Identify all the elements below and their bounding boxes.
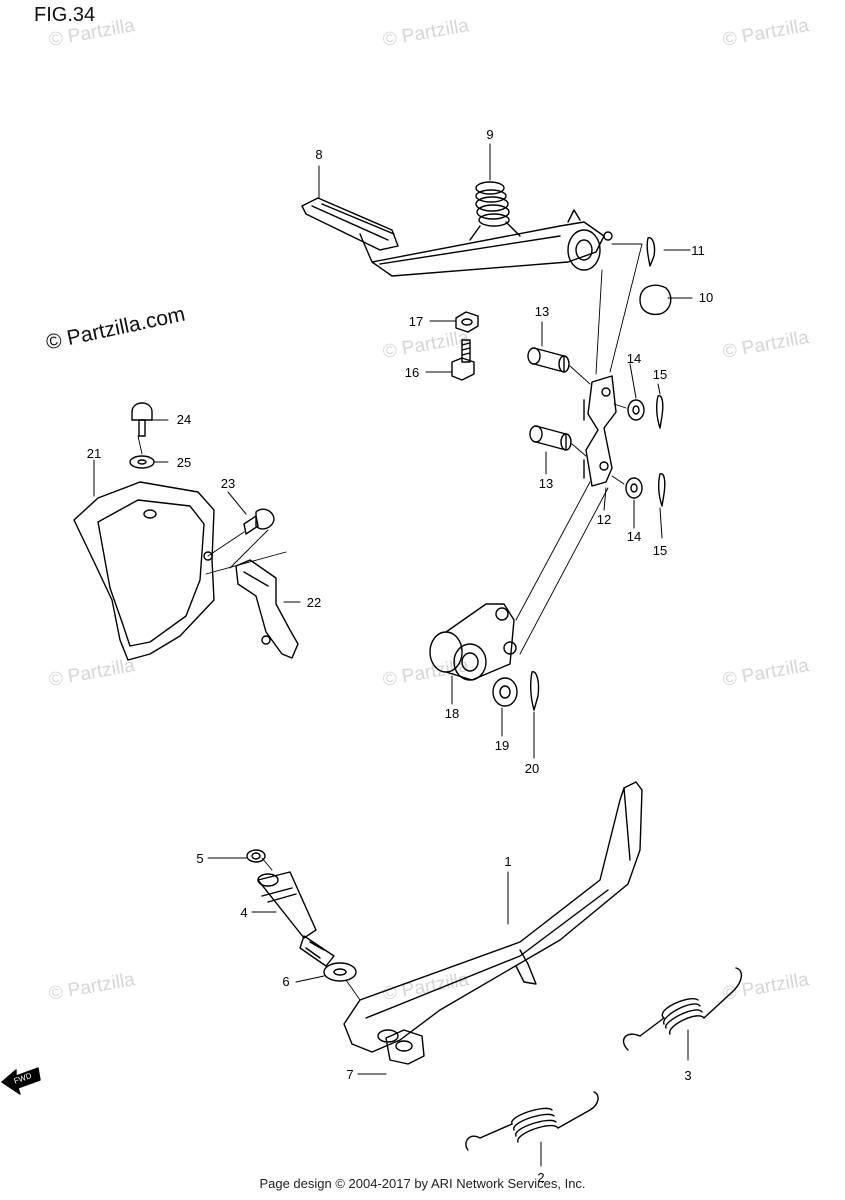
- side-stand-1[interactable]: [343, 781, 643, 1053]
- callout-21: 21: [87, 446, 101, 461]
- callout-7: 7: [346, 1067, 353, 1082]
- leader-lines: [93, 143, 693, 1167]
- assembly-lines: [137, 243, 643, 1001]
- callout-18: 18: [445, 706, 459, 721]
- pedal-spring-part[interactable]: [469, 181, 521, 241]
- figure-title: FIG.34: [34, 4, 96, 26]
- callout-11: 11: [691, 243, 705, 258]
- callout-23: 23: [221, 476, 235, 491]
- callout-14: 14: [627, 529, 641, 544]
- watermark: © Partzilla: [721, 969, 811, 1005]
- forward-arrow: [1, 1067, 41, 1095]
- callout-10: 10: [699, 290, 713, 305]
- callout-5: 5: [196, 851, 203, 866]
- nut-17[interactable]: [455, 311, 479, 333]
- washer-14-upper[interactable]: [627, 399, 645, 421]
- callout-25: 25: [177, 455, 191, 470]
- callout-15: 15: [653, 367, 667, 382]
- bolt-16[interactable]: [451, 339, 475, 381]
- watermark: © Partzilla: [47, 969, 137, 1005]
- cotter-pin-11[interactable]: [646, 237, 656, 267]
- callout-13: 13: [539, 476, 553, 491]
- screw-23[interactable]: [243, 508, 275, 535]
- bracket-22[interactable]: [235, 559, 299, 659]
- callout-17: 17: [409, 314, 423, 329]
- brake-pedal-part[interactable]: [301, 197, 613, 277]
- callout-20: 20: [525, 761, 539, 776]
- rod-12[interactable]: [583, 375, 617, 487]
- pin-13-upper[interactable]: [527, 347, 570, 373]
- callout-14: 14: [627, 351, 641, 366]
- callout-12: 12: [597, 512, 611, 527]
- pivot-bolt-4[interactable]: [257, 871, 335, 967]
- callout-22: 22: [307, 595, 321, 610]
- stand-spring-2[interactable]: [465, 1091, 599, 1151]
- cotter-pin-15-lower[interactable]: [657, 473, 666, 507]
- watermark: © Partzilla: [721, 655, 811, 691]
- watermark: © Partzilla: [381, 15, 471, 51]
- circlip-5[interactable]: [246, 849, 266, 863]
- callout-16: 16: [405, 365, 419, 380]
- callout-13: 13: [535, 304, 549, 319]
- callout-1: 1: [504, 854, 511, 869]
- callout-3: 3: [684, 1068, 691, 1083]
- cover-21[interactable]: [73, 481, 215, 661]
- callout-24: 24: [177, 412, 191, 427]
- nut-7[interactable]: [385, 1029, 425, 1065]
- stand-spring-3[interactable]: [622, 967, 743, 1051]
- watermark: © Partzilla: [721, 15, 811, 51]
- callout-2: 2: [537, 1170, 544, 1185]
- washer-14-lower[interactable]: [625, 477, 643, 499]
- washer-25[interactable]: [129, 455, 155, 469]
- callout-4: 4: [240, 905, 247, 920]
- callout-labels: 1234567891011121313141415151617181920212…: [87, 127, 713, 1185]
- callout-8: 8: [315, 147, 322, 162]
- bolt-24[interactable]: [131, 402, 153, 437]
- watermark-layer: © Partzilla © Partzilla © Partzilla © Partz…: [47, 15, 811, 1005]
- brake-lever-18[interactable]: [429, 603, 517, 681]
- watermark: © Partzilla: [47, 15, 137, 51]
- washer-19[interactable]: [492, 677, 518, 707]
- washer-6[interactable]: [323, 962, 357, 982]
- cotter-pin-20[interactable]: [529, 671, 540, 711]
- watermark: © Partzilla: [721, 327, 811, 363]
- cap-10[interactable]: [639, 284, 672, 316]
- cotter-pin-15-upper[interactable]: [655, 395, 664, 429]
- callout-15: 15: [653, 543, 667, 558]
- callout-9: 9: [486, 127, 493, 142]
- page-footer: Page design © 2004-2017 by ARI Network S…: [259, 1176, 586, 1191]
- callout-19: 19: [495, 738, 509, 753]
- watermark: © Partzilla: [47, 655, 137, 691]
- watermark: © Partzilla: [381, 327, 471, 363]
- pin-13-lower[interactable]: [529, 425, 572, 451]
- callout-6: 6: [282, 974, 289, 989]
